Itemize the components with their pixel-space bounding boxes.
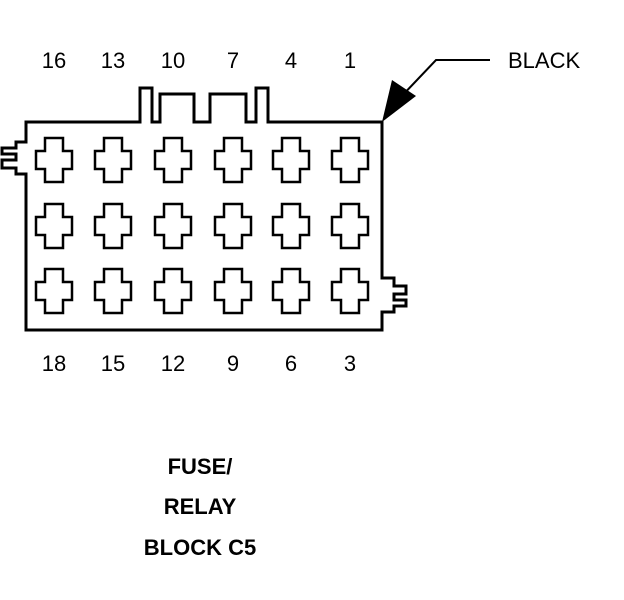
pin-cavity [213,202,253,250]
connector-housing [0,86,408,332]
pin-label-18: 18 [42,351,66,376]
pin-label-7: 7 [227,48,239,73]
pin-label-4: 4 [285,48,297,73]
title-line-3: BLOCK C5 [144,535,256,560]
pin-label-13: 13 [101,48,125,73]
pin-cavity [34,202,74,250]
pin-cavity [271,267,311,315]
color-callout: BLACK [382,48,580,122]
callout-arrowhead [382,80,416,122]
callout-leader-line [397,59,490,101]
title-line-2: RELAY [164,494,237,519]
pin-cavity [93,267,133,315]
pin-cavity [153,267,193,315]
pin-label-3: 3 [344,351,356,376]
pin-cavity [213,267,253,315]
top-pin-labels: 16 13 10 7 4 1 [42,48,356,73]
pin-label-1: 1 [344,48,356,73]
pin-cavity-grid [34,136,370,315]
title-line-1: FUSE/ [168,454,233,479]
pin-cavity [34,136,74,184]
pin-label-16: 16 [42,48,66,73]
pin-cavity [153,136,193,184]
pin-label-9: 9 [227,351,239,376]
pin-cavity [330,267,370,315]
pin-cavity [153,202,193,250]
pin-cavity [213,136,253,184]
pin-label-12: 12 [161,351,185,376]
pin-cavity [271,136,311,184]
pin-cavity [34,267,74,315]
connector-title: FUSE/ RELAY BLOCK C5 [144,454,256,560]
pin-cavity [93,202,133,250]
pin-label-15: 15 [101,351,125,376]
pin-label-10: 10 [161,48,185,73]
pin-cavity [330,136,370,184]
pin-label-6: 6 [285,351,297,376]
bottom-pin-labels: 18 15 12 9 6 3 [42,351,356,376]
pin-cavity [93,136,133,184]
pin-cavity [271,202,311,250]
color-callout-label: BLACK [508,48,580,73]
pin-cavity [330,202,370,250]
